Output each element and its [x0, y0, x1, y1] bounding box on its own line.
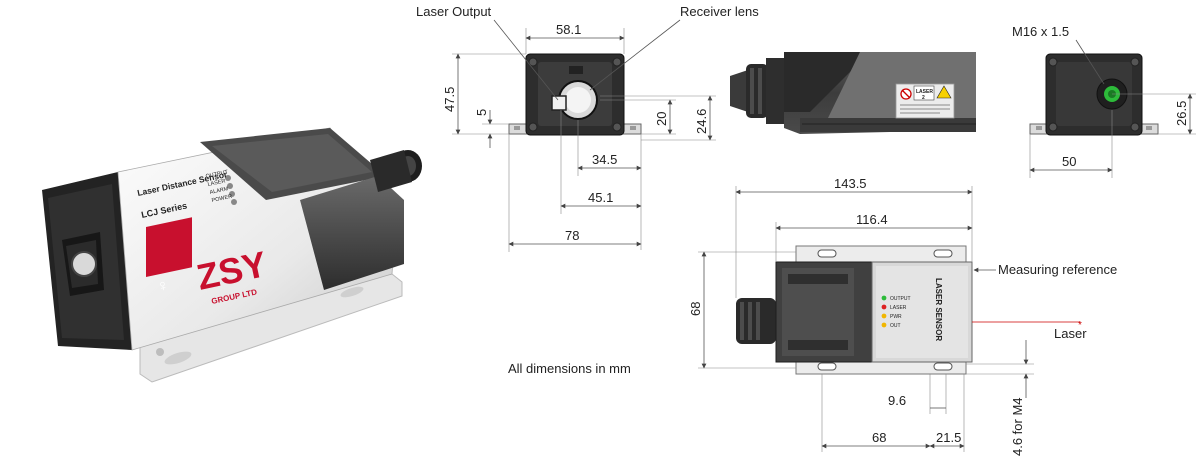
top-led-pwr: PWR [890, 314, 902, 320]
dim-back-50: 50 [1062, 154, 1076, 169]
indicator-label-power: POWER [211, 194, 233, 204]
dim-front-45-1: 45.1 [588, 190, 613, 205]
callout-receiver-lens: Receiver lens [680, 4, 759, 19]
led-laser-icon [881, 304, 887, 310]
dim-top-68-v: 68 [688, 302, 703, 316]
top-led-out: OUT [890, 323, 901, 329]
dim-back-26-5: 26.5 [1174, 101, 1189, 126]
dim-front-width: 58.1 [556, 22, 581, 37]
led-out-icon [881, 322, 887, 328]
dim-top-68-h: 68 [872, 430, 886, 445]
front-view [508, 53, 642, 136]
side-label-laser: LASER [916, 89, 933, 95]
dim-front-20: 20 [654, 112, 669, 126]
indicator-label-alarm: ALARM [209, 186, 229, 196]
indicator-label-laser: LASER [207, 178, 226, 188]
callout-measuring-reference: Measuring reference [998, 262, 1117, 277]
top-led-output: OUTPUT [890, 296, 911, 302]
dim-top-9-6: 9.6 [888, 393, 906, 408]
units-note: All dimensions in mm [508, 361, 631, 376]
indicator-icon [229, 191, 235, 197]
dim-top-116-4: 116.4 [856, 212, 888, 227]
indicator-icon [225, 175, 231, 181]
dim-top-m4: 4.6 for M4 [1010, 397, 1025, 456]
dim-top-21-5: 21.5 [936, 430, 961, 445]
callout-thread: M16 x 1.5 [1012, 24, 1069, 39]
top-led-laser: LASER [890, 305, 907, 311]
led-pwr-icon [881, 313, 887, 319]
zsy-logo: ♀ ZSY GROUP LTD [146, 217, 270, 306]
callout-laser: Laser [1054, 326, 1087, 341]
front-callouts: Laser Output Receiver lens [416, 4, 759, 101]
led-output-icon [881, 295, 887, 301]
product-photo: OUTPUT LASER ALARM POWER Laser Distance … [42, 127, 422, 383]
front-dimensions: 58.1 47.5 5 20 24.6 34.5 45.1 78 [442, 22, 716, 252]
laser-warning-icon [936, 85, 952, 99]
dim-front-78: 78 [565, 228, 579, 243]
indicator-icon [227, 183, 233, 189]
top-panel-title: LASER SENSOR [934, 278, 943, 341]
laser-point-icon: * [1078, 320, 1082, 331]
dim-front-24-6: 24.6 [694, 109, 709, 134]
side-label-class: 2 [922, 95, 925, 101]
top-dimensions: 143.5 116.4 68 Measuring reference * Las… [688, 176, 1117, 456]
top-view: OUTPUT LASER PWR OUT LASER SENSOR [736, 245, 973, 375]
dim-top-143-5: 143.5 [834, 176, 867, 191]
dim-front-height: 47.5 [442, 87, 457, 112]
indicator-icon [231, 199, 237, 205]
indicator-label-output: OUTPUT [205, 169, 229, 180]
svg-text:♀: ♀ [155, 277, 170, 296]
callout-laser-output: Laser Output [416, 4, 492, 19]
side-view: LASER 2 [730, 52, 976, 134]
back-view [1029, 53, 1159, 136]
dim-front-34-5: 34.5 [592, 152, 617, 167]
dim-front-small: 5 [474, 109, 489, 116]
back-dimensions: M16 x 1.5 26.5 50 [1012, 24, 1196, 178]
